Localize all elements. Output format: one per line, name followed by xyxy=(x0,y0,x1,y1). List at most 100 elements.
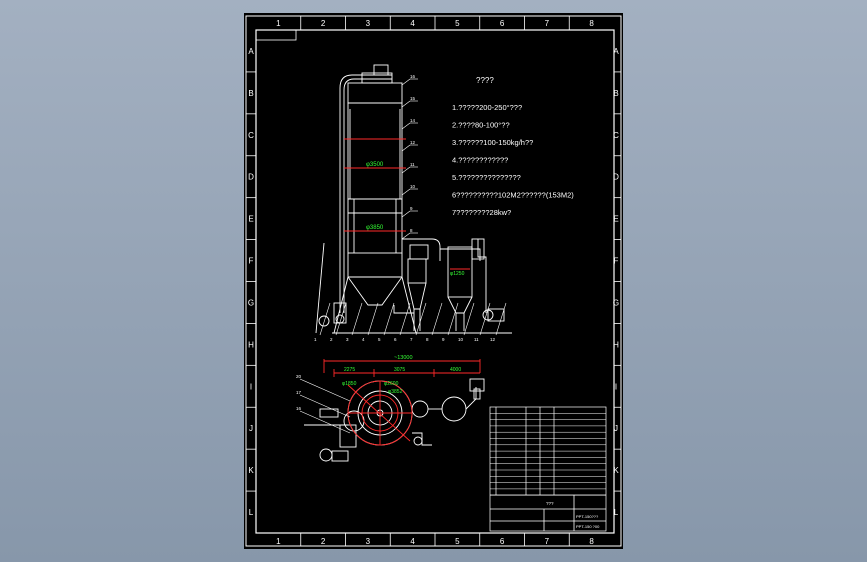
callout-bottom-label: 11 xyxy=(474,337,479,342)
note-line: 1.?????200-250°??? xyxy=(452,103,522,112)
col-label-top-6: 6 xyxy=(500,19,505,28)
row-label-left-J: J xyxy=(249,424,253,433)
row-label-right-B: B xyxy=(613,89,618,98)
callout-bottom-label: 3 xyxy=(346,337,349,342)
row-label-right-J: J xyxy=(614,424,618,433)
col-label-top-7: 7 xyxy=(545,19,550,28)
col-label-bottom-2: 2 xyxy=(321,537,326,546)
note-line: 4.???????????? xyxy=(452,156,508,165)
title-label-2: PPT-150??? xyxy=(576,514,599,519)
row-label-left-G: G xyxy=(248,298,254,307)
title-label-3: PPT-150 ?00 xyxy=(576,524,600,529)
fan-plan xyxy=(469,378,485,392)
row-label-right-K: K xyxy=(613,466,619,475)
parts-list xyxy=(489,406,607,532)
dim-diam-lower: φ3850 xyxy=(366,225,384,231)
col-label-bottom-1: 1 xyxy=(276,537,281,546)
title-block xyxy=(490,494,606,531)
top-head xyxy=(361,72,393,84)
note-line: 7????????28kw? xyxy=(452,208,511,217)
dim-plan-d1: φ1850 xyxy=(342,381,357,387)
callouts-plan: 20 17 16 xyxy=(296,374,351,434)
row-label-left-C: C xyxy=(248,131,254,140)
filter-plan xyxy=(441,396,467,422)
row-label-left-K: K xyxy=(248,466,254,475)
col-label-bottom-7: 7 xyxy=(545,537,550,546)
callout-upper-label: 10 xyxy=(410,184,416,189)
tower-cone xyxy=(347,253,403,306)
bag-filter-body xyxy=(447,246,473,298)
note-line: 5.??????????????? xyxy=(452,173,521,182)
parts-list-rows xyxy=(490,413,606,496)
note-line: 6??????????102M2??????(153M2) xyxy=(452,191,574,200)
row-label-left-H: H xyxy=(248,340,254,349)
col-label-top-2: 2 xyxy=(321,19,326,28)
row-label-left-A: A xyxy=(248,47,254,56)
col-label-bottom-4: 4 xyxy=(410,537,415,546)
cyclone-cone xyxy=(407,282,427,310)
row-label-left-L: L xyxy=(249,508,254,517)
callout-bottom-label: 9 xyxy=(442,337,445,342)
dim-diam-upper: φ3500 xyxy=(366,162,384,168)
tower-red-dimensions xyxy=(344,138,470,270)
dim-small-vessel: φ1250 xyxy=(450,271,465,277)
callout-plan-label: 17 xyxy=(296,390,302,395)
dim-plan-d2: φ2600 xyxy=(384,381,399,387)
dim-plan-2: 3075 xyxy=(394,367,405,373)
tower-upper-section xyxy=(347,102,403,200)
row-label-right-I: I xyxy=(615,382,617,391)
col-label-bottom-8: 8 xyxy=(589,537,594,546)
technical-notes: 1.?????200-250°???2.????80-100°??3.?????… xyxy=(452,103,574,217)
callout-bottom-label: 4 xyxy=(362,337,365,342)
col-label-top-1: 1 xyxy=(276,19,281,28)
col-label-top-4: 4 xyxy=(410,19,415,28)
pump-plan xyxy=(343,410,365,432)
row-label-right-D: D xyxy=(613,173,619,182)
col-label-bottom-6: 6 xyxy=(500,537,505,546)
cyclone-inlet xyxy=(409,244,429,260)
col-label-top-8: 8 xyxy=(589,19,594,28)
title-label-1: ??? xyxy=(546,501,554,506)
top-fan xyxy=(373,64,389,76)
dim-plan-1: 2275 xyxy=(344,367,355,373)
dim-plan-d3: φ3852 xyxy=(388,389,403,395)
row-label-left-E: E xyxy=(248,215,253,224)
callout-bottom-label: 2 xyxy=(330,337,333,342)
plan-red-dimensions xyxy=(323,359,481,446)
col-label-top-5: 5 xyxy=(455,19,460,28)
callout-bottom-label: 6 xyxy=(394,337,397,342)
callout-bottom-label: 12 xyxy=(490,337,496,342)
row-label-left-B: B xyxy=(248,89,253,98)
exhaust-duct xyxy=(402,238,441,261)
callout-upper-label: 8 xyxy=(410,228,413,233)
row-label-left-D: D xyxy=(248,173,254,182)
callout-upper-label: 14 xyxy=(410,118,416,123)
row-label-left-F: F xyxy=(249,257,254,266)
dim-plan-total: ~13000 xyxy=(394,355,413,361)
support-leg-left xyxy=(333,276,349,334)
tower-middle-section xyxy=(347,198,403,254)
tower-top-section xyxy=(347,82,403,104)
callout-upper-label: 12 xyxy=(410,140,416,145)
callout-upper-label: 15 xyxy=(410,96,416,101)
hot-air-duct xyxy=(339,74,392,313)
callout-bottom-label: 5 xyxy=(378,337,381,342)
callout-plan-label: 16 xyxy=(296,406,302,411)
bag-filter-cone xyxy=(447,296,473,314)
callout-plan-label: 20 xyxy=(296,374,302,379)
callout-upper-label: 16 xyxy=(410,74,416,79)
outer-frame xyxy=(245,15,622,547)
row-label-right-A: A xyxy=(613,47,619,56)
dim-plan-3: 4000 xyxy=(450,367,461,373)
row-label-right-H: H xyxy=(613,340,619,349)
cyclone-plan xyxy=(411,400,429,418)
row-label-right-E: E xyxy=(613,215,618,224)
col-label-bottom-5: 5 xyxy=(455,537,460,546)
row-label-right-F: F xyxy=(614,257,619,266)
row-label-right-G: G xyxy=(613,298,619,307)
callout-upper-label: 9 xyxy=(410,206,413,211)
